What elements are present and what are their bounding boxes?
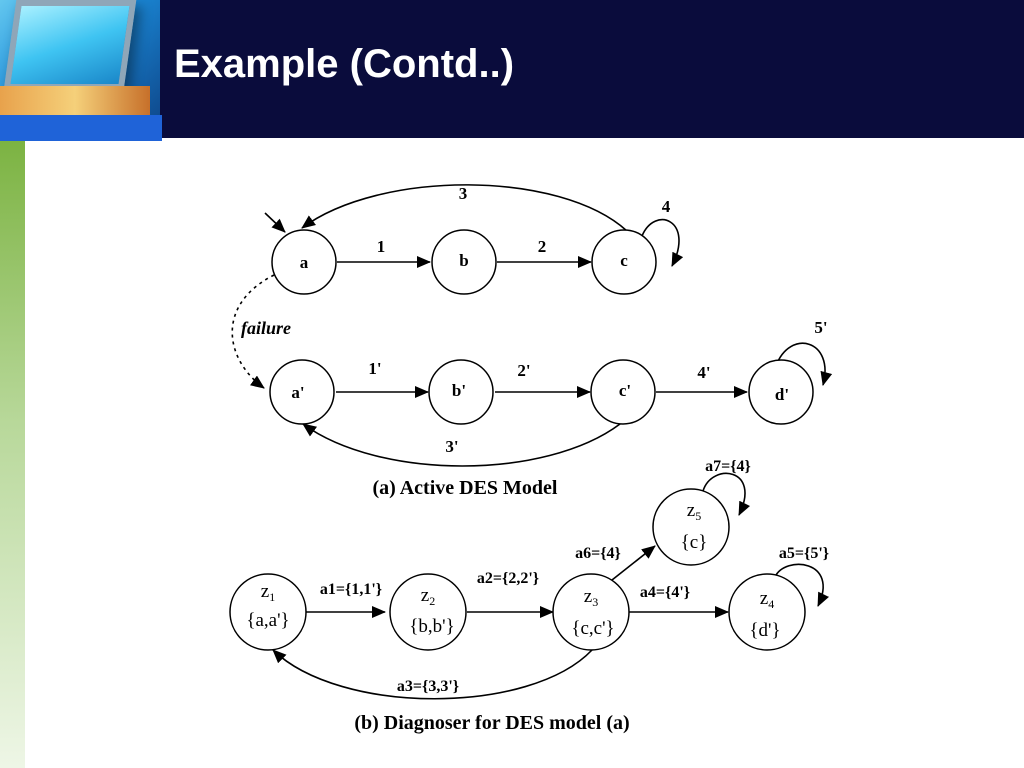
computer-monitor-image [0,0,160,116]
edge-label-1: 1 [377,237,386,256]
z3-letter: z [584,586,592,607]
state-d-prime [748,359,814,425]
node-label-b: b [459,251,468,270]
edge-d2-d2 [775,342,833,386]
diagnoser-state-z4 [728,573,806,651]
z4-letter: z [760,588,768,609]
slide-title: Example (Contd..) [174,42,515,86]
diagnoser-state-z5 [652,488,730,566]
edge-label-2: 2 [538,237,547,256]
z1-set: {a,a'} [246,610,289,631]
z5-letter: z [687,500,695,521]
edge-label-a5: a5={5'} [779,545,829,562]
state-a-prime [269,359,335,425]
edge-label-4-prime: 4' [697,363,710,382]
edge-label-a6: a6={4} [575,545,621,562]
edge-label-failure: failure [241,318,291,338]
state-c-prime [590,359,656,425]
edge-c-c [641,218,684,267]
caption-a: (a) Active DES Model [373,477,558,499]
state-c [591,229,657,295]
caption-b: (b) Diagnoser for DES model (a) [354,712,629,734]
initial-arrow [264,212,286,233]
diagnoser-state-z3 [552,573,630,651]
edge-label-3: 3 [459,184,468,203]
edge-label-a4: a4={4'} [640,584,690,601]
state-a [271,229,337,295]
keyboard-image [0,86,150,116]
node-label-c-prime: c' [619,381,631,400]
edge-z3-z1 [272,649,593,700]
edge-z4-z4 [774,563,830,607]
diagnoser-model: z1 {a,a'} z2 {b,b'} z3 {c,c'} z4 {d'} z5… [229,458,830,734]
z1-name: z1 [261,581,275,604]
edge-label-3-prime: 3' [445,437,458,456]
z3-subscript: 3 [592,595,598,609]
edge-label-a2: a2={2,2'} [477,570,539,587]
node-label-b-prime: b' [452,381,466,400]
z3-name: z3 [584,586,598,609]
edge-label-4: 4 [662,197,671,216]
edge-label-2-prime: 2' [517,361,530,380]
z2-subscript: 2 [429,594,435,608]
state-b [431,229,497,295]
node-label-a-prime: a' [291,383,304,402]
z1-letter: z [261,581,269,602]
edge-label-a7: a7={4} [705,458,751,475]
z4-subscript: 4 [768,597,774,611]
edge-label-1-prime: 1' [368,359,381,378]
node-label-a: a [300,253,309,272]
z3-set: {c,c'} [571,618,614,639]
z5-subscript: 5 [695,509,701,523]
edge-label-5-prime: 5' [814,318,827,337]
edge-c-a [301,184,628,232]
edge-z3-z5 [611,545,656,581]
z2-name: z2 [421,585,435,608]
edge-failure [231,274,275,389]
z5-set: {c} [681,532,708,553]
diagnoser-state-z2 [389,573,467,651]
z4-set: {d'} [749,620,780,641]
node-label-d-prime: d' [775,385,789,404]
edge-z5-z5 [702,472,751,516]
side-accent-bar [0,141,25,768]
edge-label-a3: a3={3,3'} [397,678,459,695]
z4-name: z4 [760,588,774,611]
z2-letter: z [421,585,429,606]
header-bar [0,0,1024,138]
diagnoser-state-z1 [229,573,307,651]
z5-name: z5 [687,500,701,523]
state-b-prime [428,359,494,425]
z2-set: {b,b'} [409,616,454,637]
node-label-c: c [620,251,628,270]
edge-c2-a2 [302,423,621,467]
edge-label-a1: a1={1,1'} [320,581,382,598]
active-des-model: a b c a' b' c' d' 1 2 3 4 failure 1' 2' … [231,184,833,499]
header-accent-strip [0,115,162,141]
z1-subscript: 1 [269,590,275,604]
